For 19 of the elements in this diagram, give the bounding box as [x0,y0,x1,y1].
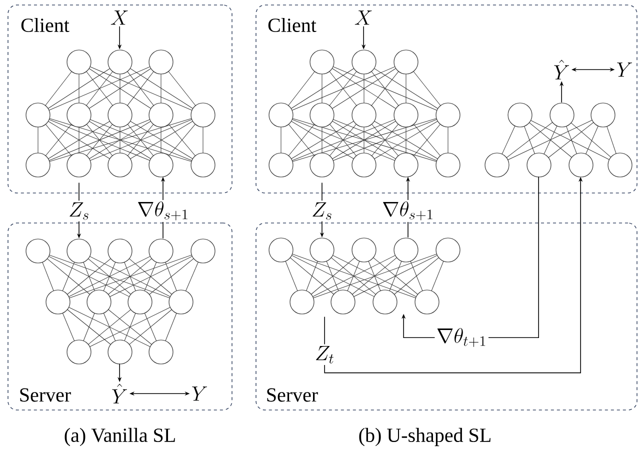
math-label: $\nabla\theta_{t+1}$ [437,328,486,347]
neural-network-drawing [484,102,632,178]
neural-network-drawing [26,238,216,364]
caption: (a) Vanilla SL [64,428,175,446]
math-label: $Z_{s}$ [70,202,88,220]
neural-network-drawing [26,50,216,178]
math-label: $X$ [354,10,372,25]
math-label: $X$ [110,10,128,25]
math-label: $Z_{t}$ [316,346,334,364]
neural-network-drawing [268,50,460,178]
math-label: $Y$ [192,386,207,401]
math-label: $\nabla\theta_{s+1}$ [383,202,432,220]
math-label: $\hat{Y}$ [112,384,127,404]
caption: (b) U-shaped SL [359,428,490,446]
math-label: $\nabla\theta_{s+1}$ [138,202,188,220]
math-label: $\hat{Y}$ [554,60,569,80]
math-label: $Z_{s}$ [312,202,332,220]
math-label: $Y$ [617,62,632,77]
neural-network-drawing [268,238,460,314]
